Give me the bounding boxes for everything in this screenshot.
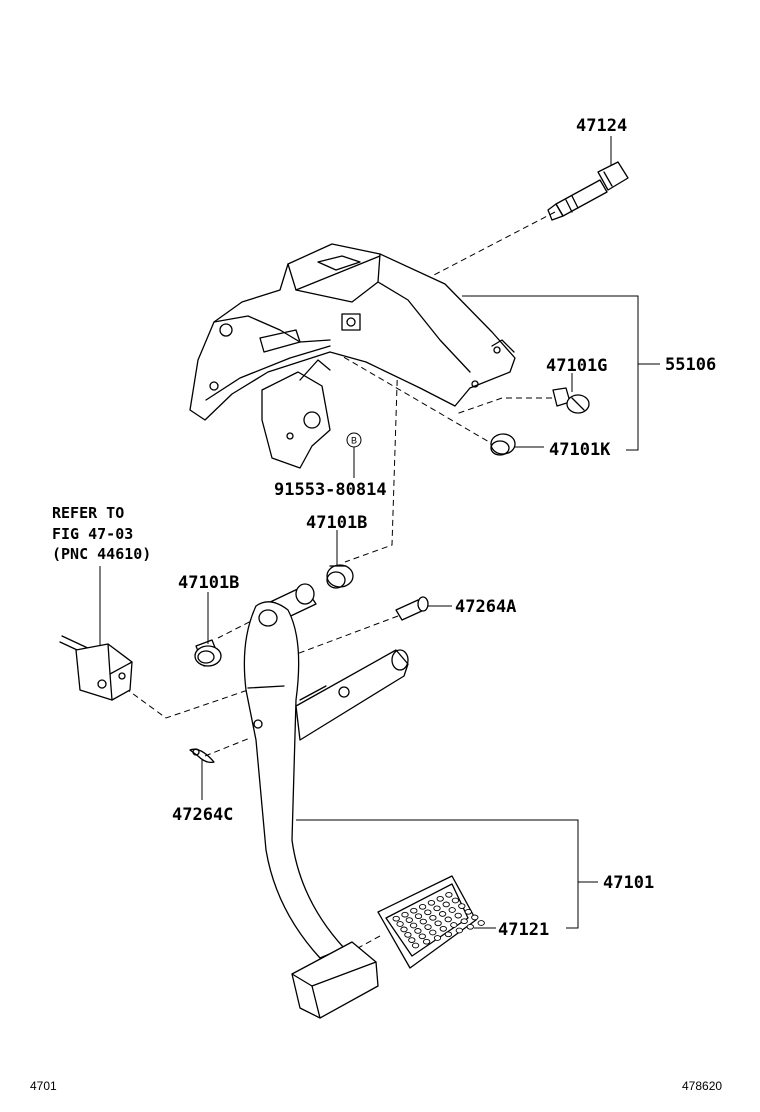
callout-labels: 47124 55106 47101G 47101K 91553-80814 47…	[172, 116, 716, 940]
reference-note: REFER TO FIG 47-03 (PNC 44610)	[52, 504, 151, 563]
brake-pedal-arm[interactable]	[243, 583, 409, 1019]
label-47101G: 47101G	[546, 356, 607, 376]
cap-47101K[interactable]	[490, 433, 516, 456]
reference-note-line2: FIG 47-03	[52, 525, 133, 543]
clip-47264C[interactable]	[189, 748, 215, 764]
bolt-47124[interactable]	[547, 161, 629, 221]
pin-47264A[interactable]	[395, 596, 429, 621]
marker-b: B	[346, 432, 362, 448]
leader-lines	[99, 136, 660, 929]
bolt-47101G[interactable]	[552, 387, 590, 414]
pedal-support-bracket[interactable]	[189, 243, 516, 469]
label-47264C: 47264C	[172, 805, 233, 825]
clevis-push-rod[interactable]	[59, 635, 133, 701]
label-55106: 55106	[665, 355, 716, 375]
label-91553-80814: 91553-80814	[274, 480, 387, 500]
reference-note-line3: (PNC 44610)	[52, 545, 151, 563]
label-47101B-right: 47101B	[306, 513, 367, 533]
label-47101K: 47101K	[549, 440, 611, 460]
label-47124: 47124	[576, 116, 627, 136]
footer-right-code: 478620	[682, 1079, 722, 1093]
marker-b-letter: B	[351, 436, 357, 446]
pedal-pad-47121[interactable]	[377, 875, 485, 969]
bushing-47101B-left[interactable]	[194, 639, 222, 667]
label-47101: 47101	[603, 873, 654, 893]
label-47101B-left: 47101B	[178, 573, 239, 593]
pad-tread-pattern	[392, 891, 485, 949]
reference-note-line1: REFER TO	[52, 504, 124, 522]
bushing-47101B-right[interactable]	[326, 564, 354, 589]
label-47264A: 47264A	[455, 597, 516, 617]
footer-left-code: 4701	[30, 1079, 57, 1093]
label-47121: 47121	[498, 920, 549, 940]
